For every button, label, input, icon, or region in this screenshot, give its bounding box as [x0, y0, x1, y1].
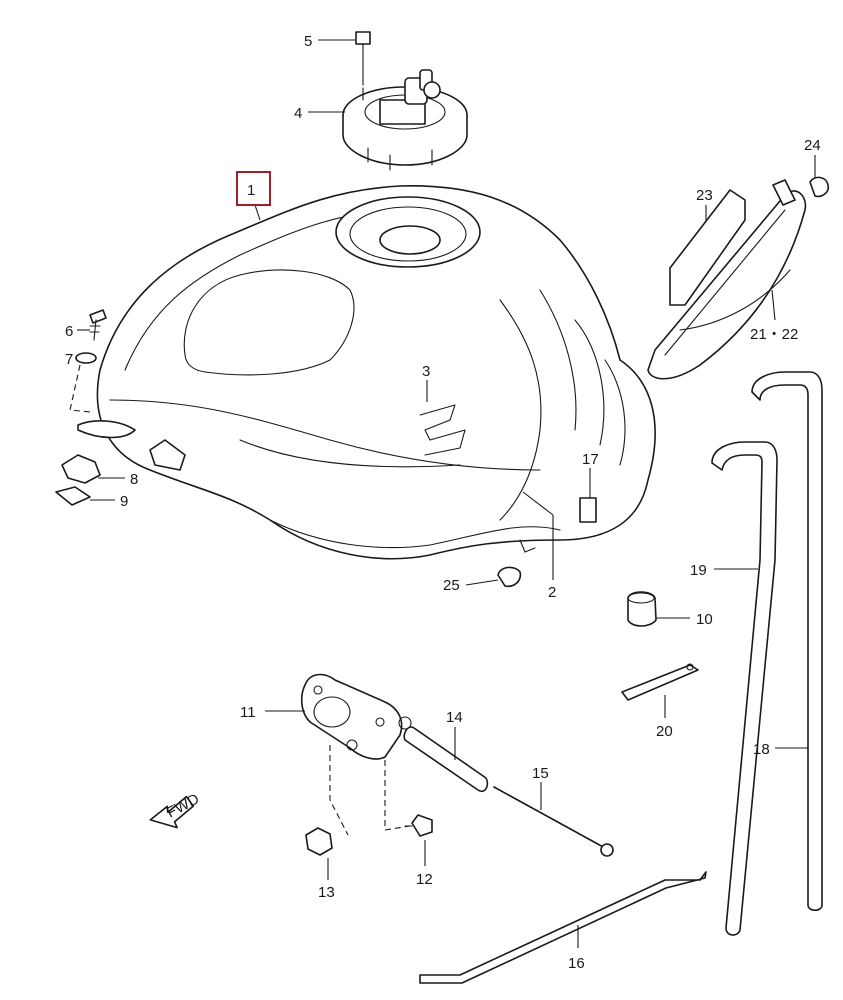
callout-16[interactable]: 16	[568, 955, 585, 972]
hose-19[interactable]	[711, 441, 778, 936]
callout-1[interactable]: 1	[247, 182, 255, 199]
callout-4[interactable]: 4	[294, 105, 302, 122]
side-cover-set[interactable]	[647, 176, 830, 380]
callout-15[interactable]: 15	[532, 765, 549, 782]
bracket-17	[579, 497, 597, 523]
callout-12[interactable]: 12	[416, 871, 433, 888]
hose-18[interactable]	[751, 371, 823, 912]
callout-9[interactable]: 9	[120, 493, 128, 510]
callout-11[interactable]: 11	[240, 704, 256, 721]
callout-2[interactable]: 2	[548, 584, 556, 601]
cushion-10[interactable]	[627, 591, 657, 627]
leader-lines	[76, 39, 816, 948]
fuel-tank[interactable]	[96, 185, 656, 560]
prop-rod-16[interactable]	[419, 871, 707, 984]
callout-14[interactable]: 14	[446, 709, 463, 726]
callout-19[interactable]: 19	[690, 562, 707, 579]
callout-20[interactable]: 20	[656, 723, 673, 740]
bolt-12[interactable]	[404, 814, 433, 837]
fwd-label: FWD	[164, 790, 202, 821]
callout-6[interactable]: 6	[65, 323, 73, 340]
callout-13[interactable]: 13	[318, 884, 335, 901]
callout-10[interactable]: 10	[696, 611, 713, 628]
callout-7[interactable]: 7	[65, 351, 73, 368]
callout-5[interactable]: 5	[304, 33, 312, 50]
bracket-plate-11[interactable]	[300, 673, 412, 836]
callout-21-22[interactable]: 21・22	[750, 326, 798, 343]
forward-arrow-icon: FWD	[149, 790, 202, 829]
spacer-14[interactable]	[403, 726, 489, 793]
fuel-cap-assembly[interactable]	[342, 31, 468, 171]
callout-17[interactable]: 17	[582, 451, 599, 468]
clamp-20[interactable]	[621, 663, 699, 701]
rod-15[interactable]	[493, 786, 614, 857]
highlight-box	[236, 171, 271, 206]
callout-18[interactable]: 18	[753, 741, 770, 758]
callout-25[interactable]: 25	[443, 577, 460, 594]
callout-labels: 1 2 3 4 5 6 7 8 9 10 11 12 13 14 15 16 1…	[65, 33, 821, 972]
nut-13[interactable]	[305, 827, 333, 856]
fitting-25[interactable]	[497, 566, 522, 588]
mount-hardware-left[interactable]	[55, 309, 136, 506]
callout-23[interactable]: 23	[696, 187, 713, 204]
callout-3[interactable]: 3	[422, 363, 430, 380]
callout-8[interactable]: 8	[130, 471, 138, 488]
callout-24[interactable]: 24	[804, 137, 821, 154]
